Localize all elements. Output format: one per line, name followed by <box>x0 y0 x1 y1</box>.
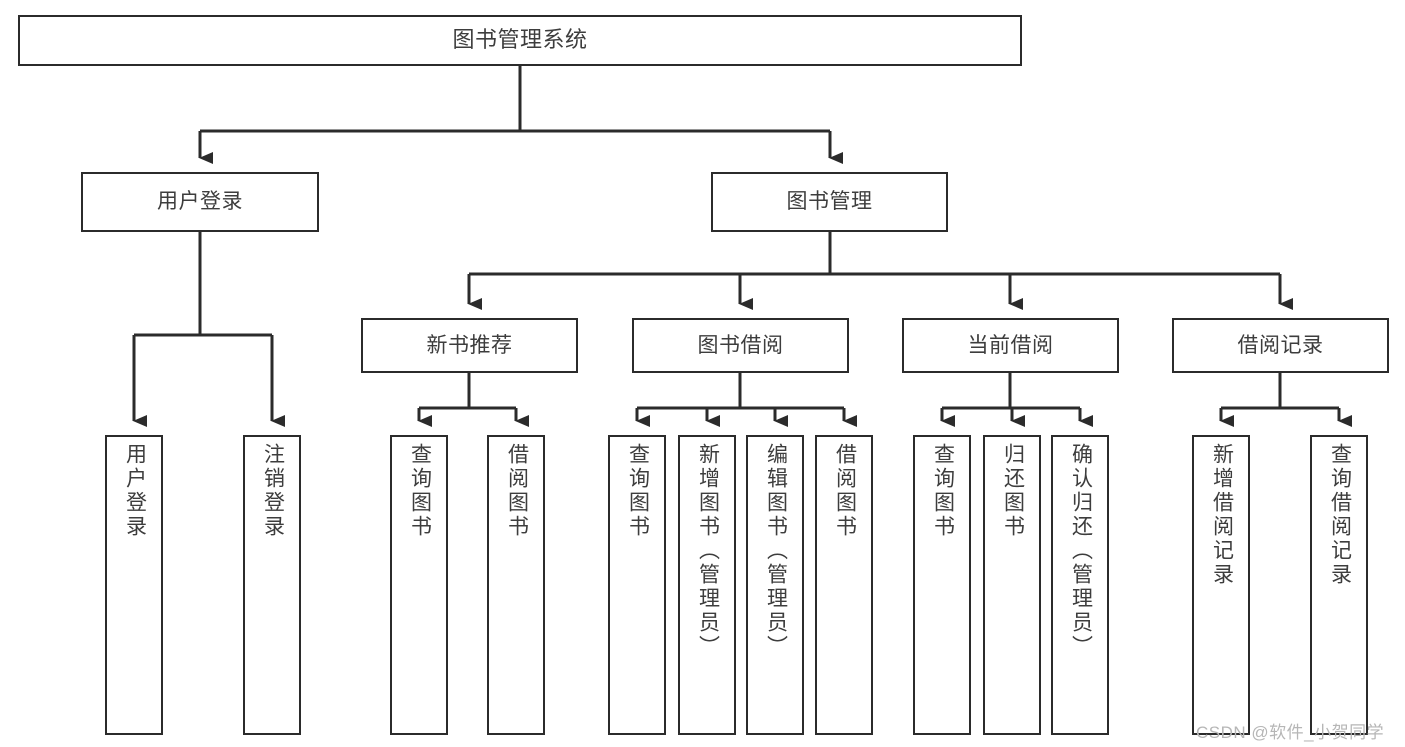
node-level2-0-label: 用户登录 <box>157 190 243 214</box>
node-leaf-8-label: 查询图书 <box>931 443 955 539</box>
edge-path-group <box>132 66 1352 427</box>
node-level2-1-label: 图书管理 <box>786 190 873 214</box>
node-leaf-5[interactable]: 新增图书（管理员） <box>678 435 736 735</box>
node-leaf-12-label: 查询借阅记录 <box>1328 443 1352 587</box>
node-leaf-6[interactable]: 编辑图书（管理员） <box>746 435 804 735</box>
node-level3-3-label: 借阅记录 <box>1237 333 1324 357</box>
node-level2-1[interactable]: 图书管理 <box>711 172 948 232</box>
node-leaf-7-label: 借阅图书 <box>833 443 857 539</box>
node-root-label: 图书管理系统 <box>452 27 588 53</box>
node-leaf-2-label: 查询图书 <box>408 443 432 539</box>
csdn-watermark: CSDN @软件_小贺同学 <box>1196 723 1385 742</box>
node-leaf-0[interactable]: 用户登录 <box>105 435 163 735</box>
node-leaf-10[interactable]: 确认归还（管理员） <box>1051 435 1109 735</box>
node-leaf-8[interactable]: 查询图书 <box>913 435 971 735</box>
node-root[interactable]: 图书管理系统 <box>18 15 1022 66</box>
node-level3-1[interactable]: 图书借阅 <box>632 318 849 373</box>
node-level3-2[interactable]: 当前借阅 <box>902 318 1119 373</box>
node-leaf-11-label: 新增借阅记录 <box>1210 443 1234 587</box>
node-level3-0-label: 新书推荐 <box>426 333 513 357</box>
node-level3-3[interactable]: 借阅记录 <box>1172 318 1389 373</box>
node-leaf-9[interactable]: 归还图书 <box>983 435 1041 735</box>
node-leaf-3[interactable]: 借阅图书 <box>487 435 545 735</box>
node-leaf-2[interactable]: 查询图书 <box>390 435 448 735</box>
node-level3-1-label: 图书借阅 <box>697 333 784 357</box>
node-level2-0[interactable]: 用户登录 <box>81 172 319 232</box>
node-leaf-6-label: 编辑图书（管理员） <box>764 443 788 659</box>
node-leaf-9-label: 归还图书 <box>1001 443 1025 539</box>
node-leaf-10-label: 确认归还（管理员） <box>1069 443 1093 659</box>
node-level3-2-label: 当前借阅 <box>967 333 1054 357</box>
node-leaf-5-label: 新增图书（管理员） <box>696 443 720 659</box>
node-leaf-4-label: 查询图书 <box>626 443 650 539</box>
node-leaf-4[interactable]: 查询图书 <box>608 435 666 735</box>
node-leaf-3-label: 借阅图书 <box>505 443 529 539</box>
node-leaf-1-label: 注销登录 <box>261 443 285 539</box>
node-leaf-12[interactable]: 查询借阅记录 <box>1310 435 1368 735</box>
node-level3-0[interactable]: 新书推荐 <box>361 318 578 373</box>
node-leaf-1[interactable]: 注销登录 <box>243 435 301 735</box>
node-leaf-7[interactable]: 借阅图书 <box>815 435 873 735</box>
node-leaf-0-label: 用户登录 <box>123 443 147 539</box>
node-leaf-11[interactable]: 新增借阅记录 <box>1192 435 1250 735</box>
